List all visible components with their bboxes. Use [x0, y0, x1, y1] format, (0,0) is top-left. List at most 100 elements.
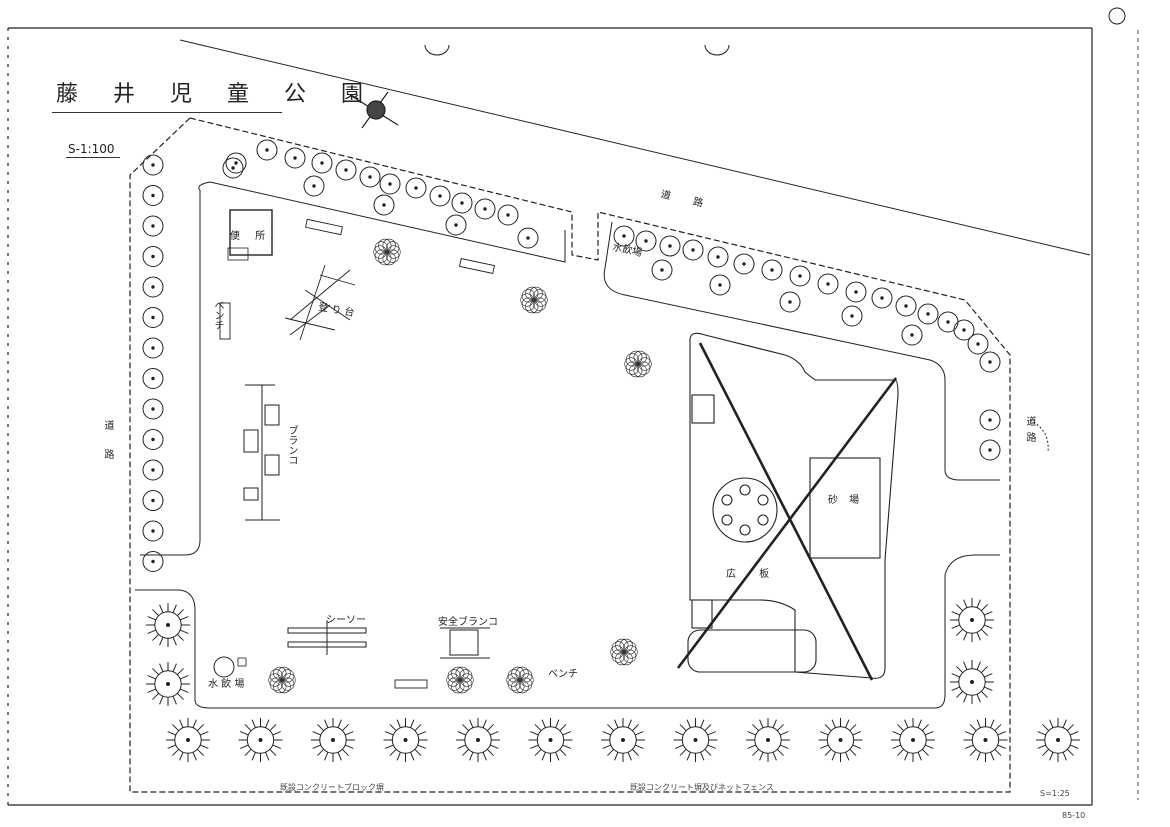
- plaza-label: 広 板: [726, 569, 780, 580]
- tree-icon: [359, 166, 381, 188]
- tree-icon: [517, 227, 539, 249]
- scale-label: S-1:100: [68, 142, 115, 156]
- tree-icon: [871, 287, 893, 309]
- bottom-curb: [135, 554, 1000, 709]
- scale-underline: [66, 157, 120, 158]
- tree-icon: [979, 409, 1001, 431]
- tree-icon: [284, 147, 306, 169]
- tree-icon: [651, 259, 673, 281]
- tree-icon: [142, 154, 164, 176]
- tree-icon: [682, 239, 704, 261]
- conifer-icon: [456, 718, 500, 762]
- bench-top-1: [305, 218, 343, 236]
- tree-icon: [373, 194, 395, 216]
- swing-frame: [243, 384, 280, 521]
- north-arrow-icon: [349, 91, 399, 129]
- seesaw: [287, 620, 367, 655]
- tree-icon: [733, 253, 755, 275]
- tree-icon: [142, 459, 164, 481]
- tree-icon: [967, 333, 989, 355]
- tree-icon: [142, 398, 164, 420]
- tree-icon: [635, 230, 657, 252]
- note-bottom-right: S=1:25: [1040, 789, 1070, 798]
- shrub-icon: [624, 350, 652, 378]
- tree-icon: [379, 173, 401, 195]
- tree-icon: [817, 273, 839, 295]
- tree-icon: [142, 551, 164, 572]
- binding-mark-left: [424, 44, 450, 56]
- tree-icon: [222, 157, 244, 179]
- water-fountain-bottom: [213, 656, 235, 678]
- tree-icon: [142, 276, 164, 298]
- bench-left: [219, 302, 231, 340]
- tree-icon: [142, 337, 164, 359]
- note-bottom-left: 既設コンクリートブロック塀: [280, 783, 384, 792]
- conifer-icon: [673, 718, 718, 762]
- conifer-icon: [146, 603, 190, 647]
- tree-icon: [142, 215, 164, 237]
- tree-icon: [142, 185, 164, 206]
- tree-icon: [953, 319, 975, 341]
- title-underline: [52, 112, 282, 113]
- tree-icon: [979, 439, 1001, 461]
- punch-hole-mark: [1108, 7, 1126, 25]
- conifer-icon: [383, 718, 428, 762]
- road-left-label: 道 路: [102, 420, 113, 468]
- conifer-icon: [891, 718, 935, 762]
- shrub-icon: [610, 638, 638, 666]
- bench-bottom-label: ベンチ: [548, 669, 578, 680]
- tree-icon: [789, 265, 811, 287]
- safety-swing-label: 安全ブランコ: [438, 617, 498, 628]
- conifer-icon: [746, 718, 790, 762]
- tree-icon: [901, 324, 923, 346]
- tree-icon: [709, 274, 731, 296]
- tree-icon: [142, 246, 164, 267]
- tree-icon: [979, 351, 1001, 373]
- climbing-tower: [284, 264, 356, 341]
- shrub-icon: [520, 286, 548, 314]
- safety-swing: [440, 627, 490, 659]
- bench-top-2: [459, 258, 495, 274]
- cancel-cross-b: [676, 377, 898, 669]
- tree-icon: [142, 520, 164, 542]
- tree-icon: [142, 490, 164, 511]
- shrub-icon: [446, 666, 474, 694]
- tree-icon: [311, 152, 333, 174]
- conifer-icon: [1036, 718, 1080, 762]
- tree-icon: [779, 291, 801, 313]
- toilet-label: 便 所: [230, 231, 272, 242]
- round-table: [712, 477, 778, 543]
- conifer-icon: [146, 662, 190, 706]
- road-right-label: 道路: [1024, 416, 1035, 448]
- conifer-icon: [963, 718, 1008, 762]
- right-curb: [603, 221, 1000, 481]
- tree-icon: [917, 303, 939, 325]
- shrub-icon: [506, 666, 534, 694]
- tree-icon: [256, 139, 278, 161]
- tree-icon: [761, 259, 783, 281]
- conifer-icon: [311, 718, 355, 762]
- tree-icon: [303, 175, 325, 197]
- binding-mark-right: [704, 44, 730, 56]
- swing-label: ブランコ: [286, 425, 297, 465]
- left-curb: [140, 181, 566, 556]
- note-corner: 85-10: [1062, 811, 1086, 820]
- tree-icon: [142, 307, 164, 328]
- tree-icon: [429, 185, 451, 207]
- sandbox-pit: [809, 457, 881, 559]
- tree-icon: [451, 192, 473, 214]
- bench-bottom-1: [394, 679, 428, 689]
- conifer-icon: [950, 660, 994, 704]
- tree-icon: [841, 305, 863, 327]
- tree-icon: [474, 198, 496, 220]
- conifer-icon: [950, 598, 994, 642]
- note-bottom-center: 既設コンクリート塀及びネットフェンス: [630, 783, 774, 792]
- cancel-cross-a: [698, 342, 874, 681]
- bench-left-label: ベンチ: [212, 300, 223, 330]
- toilet-structure: [229, 209, 273, 256]
- tree-icon: [445, 214, 467, 236]
- tree-icon: [895, 295, 917, 317]
- tree-icon: [405, 177, 427, 199]
- tree-icon: [845, 281, 867, 303]
- conifer-icon: [528, 718, 573, 762]
